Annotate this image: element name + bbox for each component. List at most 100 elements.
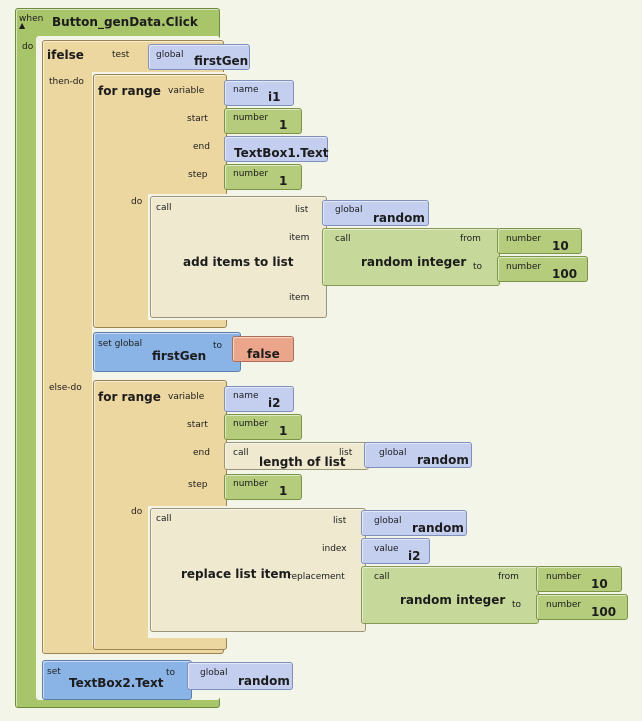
length-title: length of list	[259, 455, 346, 469]
add-items-title: add items to list	[183, 255, 294, 269]
loop2-title: for range	[98, 390, 161, 404]
replace-index-val: i2	[408, 549, 421, 563]
loop1-step-number[interactable]	[224, 164, 302, 190]
add-items-from-number[interactable]	[497, 228, 582, 254]
loop1-name-tag: name	[233, 85, 259, 95]
replace-from-val: 10	[591, 577, 608, 591]
add-items-to-tag: number	[506, 262, 542, 272]
add-items-to-list-block[interactable]	[150, 196, 327, 318]
loop2-do-label: do	[131, 507, 143, 517]
set-global-firstgen-block[interactable]	[93, 332, 241, 372]
ifelse-title: ifelse	[47, 48, 84, 62]
loop1-end-textbox1-text[interactable]	[224, 136, 328, 162]
loop2-start-tag: number	[233, 419, 269, 429]
loop2-step-val: 1	[279, 484, 288, 498]
replace-call-label: call	[156, 514, 172, 524]
replace-to-tag: number	[546, 600, 582, 610]
set-first-label: set global	[98, 339, 143, 349]
loop2-step-number[interactable]	[224, 474, 302, 500]
length-global-random[interactable]	[364, 442, 472, 468]
length-global-tag: global	[379, 448, 407, 458]
add-items-random-integer[interactable]	[322, 228, 500, 286]
false-value-text: false	[247, 347, 280, 361]
set-text-var: TextBox2.Text	[69, 676, 164, 690]
set-text-label: set	[47, 667, 61, 677]
set-first-to-label: to	[213, 341, 223, 351]
replace-to-number[interactable]	[536, 594, 628, 620]
add-items-list-global-tag: global	[335, 205, 363, 215]
loop1-start-label: start	[187, 114, 208, 124]
test-global-tag: global	[156, 50, 184, 60]
set-text-global-random[interactable]	[187, 662, 293, 690]
loop2-start-number[interactable]	[224, 414, 302, 440]
when-label: when	[19, 14, 44, 24]
loop2-name-tag: name	[233, 391, 259, 401]
add-items-to-val: 100	[552, 267, 578, 281]
loop2-step-tag: number	[233, 479, 269, 489]
false-value[interactable]	[232, 336, 294, 362]
replace-list-global-random[interactable]	[361, 510, 467, 536]
add-items-list-label: list	[295, 205, 309, 215]
add-items-list-global-random[interactable]	[322, 200, 429, 226]
set-textbox2-text-block[interactable]	[42, 660, 192, 700]
set-text-global-tag: global	[200, 668, 228, 678]
loop1-step-val: 1	[279, 174, 288, 188]
add-items-to-number[interactable]	[497, 256, 588, 282]
replace-from-number[interactable]	[536, 566, 622, 592]
replace-to-val: 100	[591, 605, 617, 619]
add-items-ri-call: call	[335, 234, 351, 244]
replace-title: replace list item	[181, 567, 292, 581]
length-of-list-block[interactable]	[224, 442, 369, 470]
test-label: test	[112, 50, 130, 60]
replace-list-label: list	[333, 516, 347, 526]
replace-ri-title: random integer	[400, 593, 506, 607]
add-items-call-label: call	[156, 203, 172, 213]
loop2-name-i2[interactable]	[224, 386, 294, 412]
add-items-item-label: item	[289, 233, 310, 243]
test-global-firstgen[interactable]	[148, 44, 250, 70]
test-global-var: firstGen	[194, 54, 249, 68]
length-list-label: list	[339, 448, 353, 458]
set-text-to-label: to	[166, 668, 176, 678]
loop1-end-val: TextBox1.Text	[234, 146, 329, 160]
add-items-to-label: to	[473, 262, 483, 272]
replace-index-value-i2[interactable]	[361, 538, 430, 564]
loop2-start-label: start	[187, 420, 208, 430]
loop1-title: for range	[98, 84, 161, 98]
loop1-step-tag: number	[233, 169, 269, 179]
length-global-var: random	[417, 453, 469, 467]
add-items-list-global-var: random	[373, 211, 425, 225]
loop2-end-label: end	[193, 448, 210, 458]
replace-index-tag: value	[374, 544, 399, 554]
length-call-label: call	[233, 448, 249, 458]
replace-list-global-var: random	[412, 521, 464, 535]
add-items-from-tag: number	[506, 234, 542, 244]
event-name: Button_genData.Click	[52, 15, 198, 29]
loop2-name-val: i2	[268, 396, 281, 410]
add-items-ri-title: random integer	[361, 255, 467, 269]
else-do-label: else-do	[49, 383, 82, 393]
loop2-step-label: step	[188, 480, 208, 490]
loop1-name-val: i1	[268, 90, 281, 104]
loop1-start-tag: number	[233, 113, 269, 123]
replace-list-global-tag: global	[374, 516, 402, 526]
set-text-global-var: random	[238, 674, 290, 688]
loop2-variable-label: variable	[168, 392, 205, 402]
loop1-start-val: 1	[279, 118, 288, 132]
loop1-name-i1[interactable]	[224, 80, 294, 106]
add-items-from-label: from	[460, 234, 481, 244]
loop1-step-label: step	[188, 170, 208, 180]
loop1-variable-label: variable	[168, 86, 205, 96]
loop2-start-val: 1	[279, 424, 288, 438]
collapse-triangle-icon[interactable]: ▲	[19, 21, 26, 30]
replace-from-tag: number	[546, 572, 582, 582]
add-items-item2-label: item	[289, 293, 310, 303]
replace-replacement-label: replacement	[288, 572, 345, 582]
add-items-from-val: 10	[552, 239, 569, 253]
replace-to-label: to	[512, 600, 522, 610]
loop1-end-label: end	[193, 142, 210, 152]
set-first-var: firstGen	[152, 349, 207, 363]
replace-list-item-block[interactable]	[150, 508, 366, 632]
replace-random-integer[interactable]	[361, 566, 539, 624]
loop1-start-number[interactable]	[224, 108, 302, 134]
